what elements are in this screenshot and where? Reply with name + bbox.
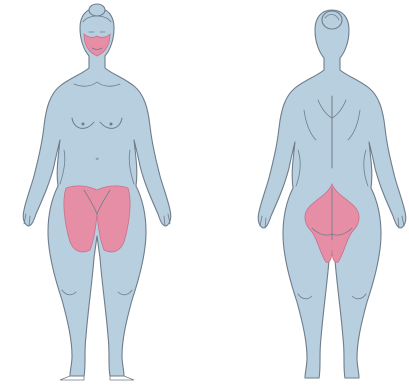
front-hair-bun — [89, 4, 105, 16]
front-view-figure — [23, 4, 171, 380]
back-view-figure — [258, 10, 406, 378]
